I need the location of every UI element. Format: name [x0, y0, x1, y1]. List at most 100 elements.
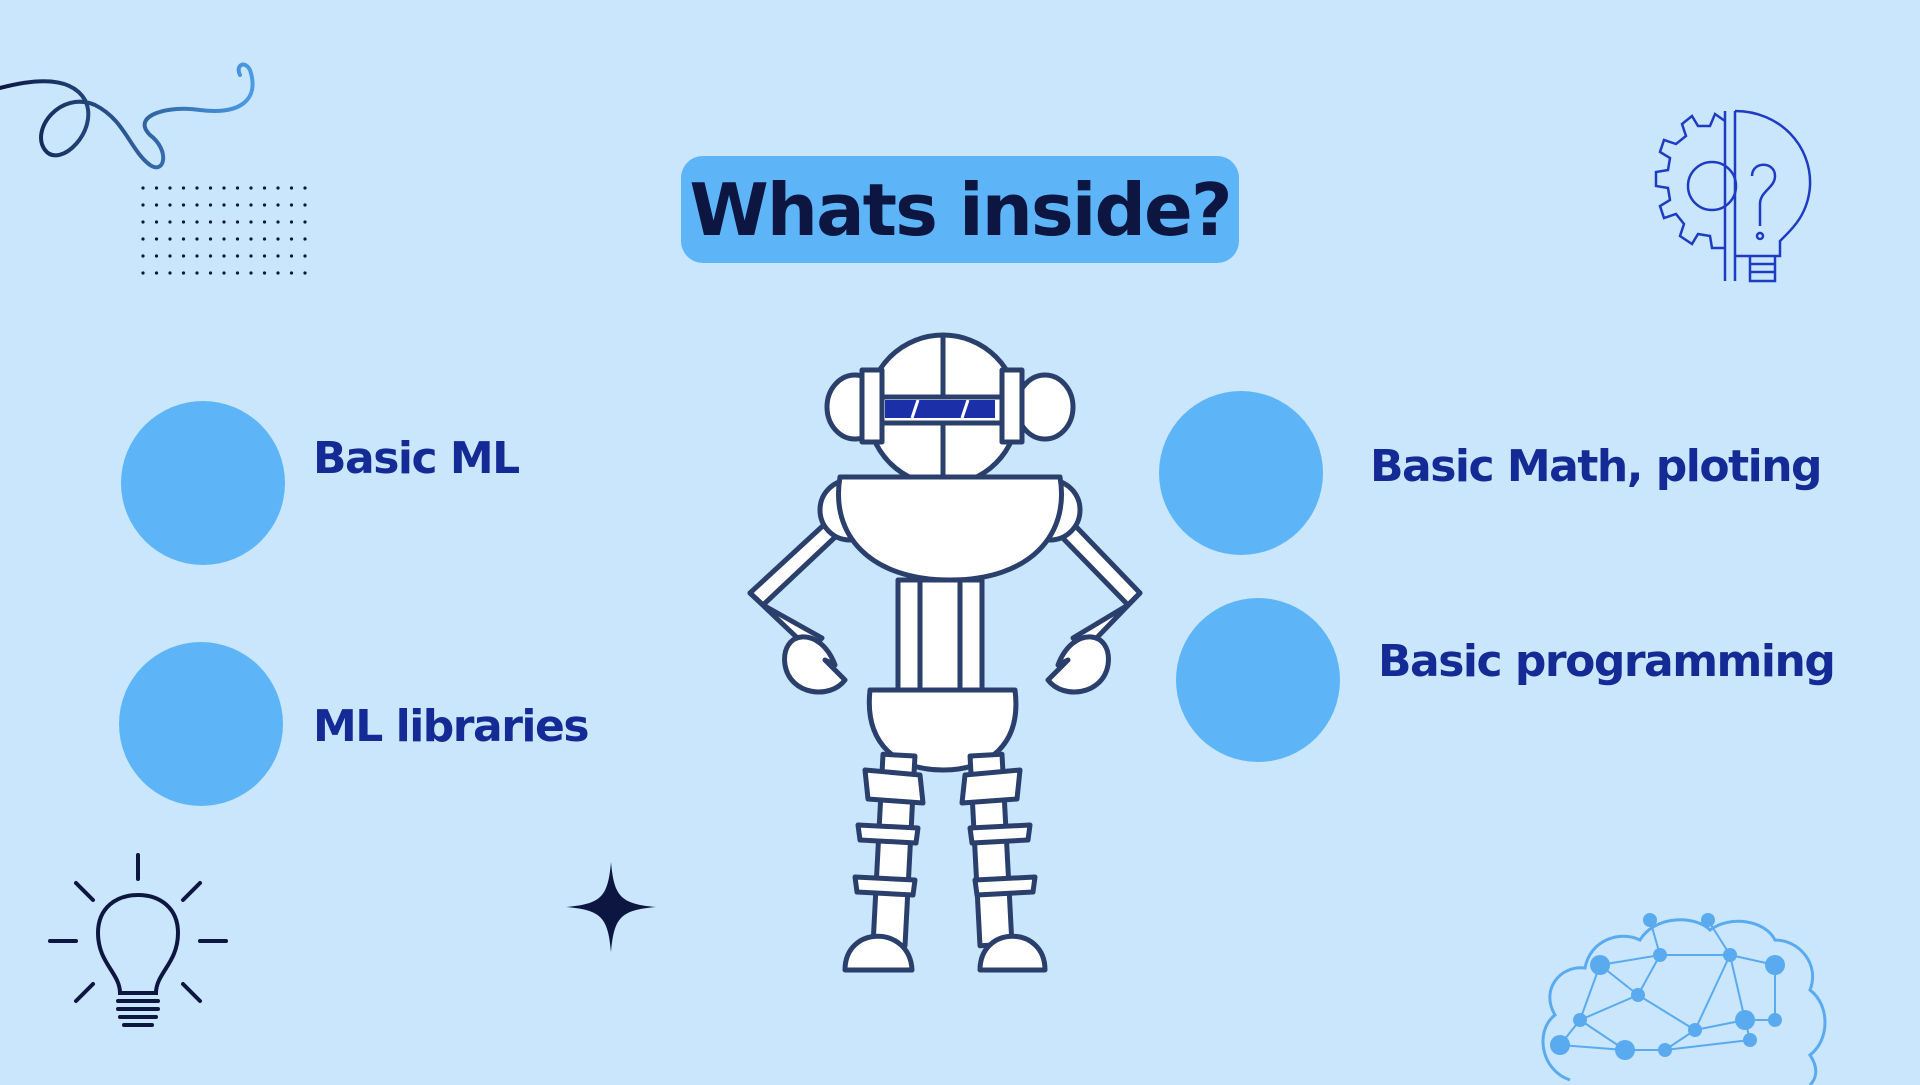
topic-label-basic-programming: Basic programming: [1378, 636, 1836, 687]
grid-dot: [141, 220, 145, 224]
grid-dot: [208, 271, 213, 275]
topic-bullet-2: [119, 642, 283, 806]
grid-dot: [195, 271, 199, 275]
grid-dot: [289, 220, 294, 224]
grid-dot: [262, 220, 267, 224]
grid-dot: [141, 186, 145, 190]
grid-dot: [181, 271, 186, 275]
swirl-doodle: [0, 62, 255, 170]
topic-bullet-3: [1159, 391, 1323, 555]
grid-dot: [181, 220, 186, 224]
grid-dot: [235, 271, 240, 275]
robot-illustration: [747, 332, 1143, 973]
grid-dot: [276, 203, 280, 207]
brain-link: [1694, 954, 1731, 1031]
grid-dot: [276, 186, 280, 190]
grid-dot: [249, 254, 253, 258]
grid-dot: [235, 186, 240, 190]
grid-dot: [276, 237, 280, 241]
brain-link: [1664, 1039, 1751, 1051]
topic-bullet-1: [121, 401, 285, 565]
grid-dot: [249, 271, 253, 275]
grid-dot: [168, 237, 172, 241]
grid-dot: [222, 220, 226, 224]
grid-dot: [262, 203, 267, 207]
brain-node: [1743, 1033, 1757, 1047]
grid-dot: [181, 254, 186, 258]
grid-dot: [168, 203, 172, 207]
grid-dot: [289, 203, 294, 207]
grid-dot: [303, 237, 307, 241]
grid-dot: [154, 271, 159, 275]
grid-dot: [262, 237, 267, 241]
grid-dot: [154, 220, 159, 224]
grid-dot: [289, 271, 294, 275]
brain-node: [1735, 1010, 1755, 1030]
topic-label-ml-libraries: ML libraries: [313, 701, 590, 752]
grid-dot: [208, 220, 213, 224]
grid-dot: [222, 186, 226, 190]
dot-grid: [141, 186, 307, 275]
grid-dot: [141, 203, 145, 207]
brain-node: [1643, 913, 1657, 927]
grid-dot: [141, 237, 145, 241]
grid-dot: [262, 186, 267, 190]
grid-dot: [154, 254, 159, 258]
grid-dot: [181, 186, 186, 190]
grid-dot: [181, 237, 186, 241]
grid-dot: [141, 271, 145, 275]
grid-dot: [168, 186, 172, 190]
brain-node: [1573, 1013, 1587, 1027]
grid-dot: [303, 186, 307, 190]
topic-label-basic-ml: Basic ML: [313, 433, 520, 484]
brain-node: [1701, 913, 1715, 927]
sparkle-icon: [566, 862, 656, 952]
brain-link: [1729, 954, 1746, 1021]
grid-dot: [222, 271, 226, 275]
grid-dot: [208, 203, 213, 207]
brain-network-icon: [1541, 913, 1827, 1085]
grid-dot: [289, 186, 294, 190]
brain-link: [1559, 1044, 1626, 1051]
brain-node: [1631, 988, 1645, 1002]
grid-dot: [168, 220, 172, 224]
grid-dot: [303, 203, 307, 207]
brain-node: [1688, 1023, 1702, 1037]
brain-link: [1637, 994, 1696, 1031]
grid-dot: [276, 220, 280, 224]
grid-dot: [235, 220, 240, 224]
grid-dot: [249, 237, 253, 241]
grid-dot: [262, 254, 267, 258]
grid-dot: [154, 237, 159, 241]
grid-dot: [222, 237, 226, 241]
grid-dot: [235, 254, 240, 258]
grid-dot: [168, 271, 172, 275]
grid-dot: [303, 271, 307, 275]
grid-dot: [208, 237, 213, 241]
brain-node: [1653, 948, 1667, 962]
grid-dot: [235, 237, 240, 241]
brain-node: [1550, 1035, 1570, 1055]
grid-dot: [303, 220, 307, 224]
brain-link: [1599, 954, 1661, 966]
grid-dot: [168, 254, 172, 258]
grid-dot: [262, 271, 267, 275]
grid-dot: [249, 203, 253, 207]
brain-node: [1658, 1043, 1672, 1057]
topic-label-basic-math: Basic Math, ploting: [1370, 441, 1823, 492]
brain-link: [1579, 994, 1639, 1021]
grid-dot: [222, 203, 226, 207]
grid-dot: [208, 186, 213, 190]
grid-dot: [181, 203, 186, 207]
grid-dot: [235, 203, 240, 207]
grid-dot: [276, 271, 280, 275]
page-title: Whats inside?: [689, 167, 1232, 252]
brain-node: [1590, 955, 1610, 975]
grid-dot: [195, 203, 199, 207]
title-banner: Whats inside?: [681, 156, 1239, 263]
lightbulb-icon: [48, 853, 228, 1027]
grid-dot: [141, 254, 145, 258]
grid-dot: [154, 186, 159, 190]
grid-dot: [195, 220, 199, 224]
grid-dot: [303, 254, 307, 258]
